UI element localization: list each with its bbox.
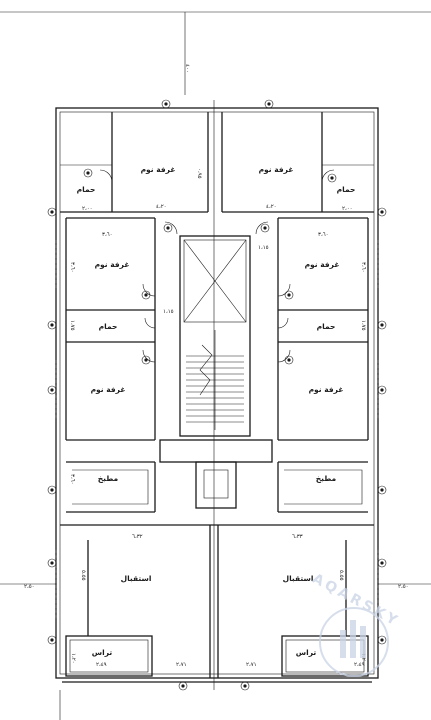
dim-bath-top-left-width: ٢،٠٠ xyxy=(82,206,93,212)
room-label-bedroom-mid-right: غرفة نوم xyxy=(305,260,340,269)
dim-reception-right-width: ٦،٣٣ xyxy=(292,534,303,540)
room-label-bath-mid-right: حمام xyxy=(317,322,336,331)
dim-row2-right: ٣،٦٠ xyxy=(318,232,329,238)
dim-stair-left: ١،١٥ xyxy=(163,309,174,315)
room-label-bath-top-left: حمام xyxy=(77,185,96,194)
dim-bedroom-top-left-width: ٤،٢٠ xyxy=(156,204,167,210)
dim-reception-left-width: ٦،٣٢ xyxy=(132,534,143,540)
dim-bath-mid-left-height: ١،٧٥ xyxy=(69,320,75,331)
dim-reception-left-height: ٥،٥٥ xyxy=(80,570,86,581)
room-label-bedroom-mid-left: غرفة نوم xyxy=(95,260,130,269)
room-label-bath-top-right: حمام xyxy=(337,185,356,194)
dim-right-margin: ٢،٥٠ xyxy=(398,584,409,590)
room-label-reception-left: استقبال xyxy=(121,574,152,583)
dim-bath-top-right-width: ٢،٠٠ xyxy=(342,206,353,212)
dim-terrace-left-width: ٢،٤٩ xyxy=(96,662,107,668)
dimension-labels: ٤٠٠ ٢،٥٠ ٢،٥٠ ٢،٠٠ ٢،٠٠ ٤،٢٠ ٤،٢٠ ٠،٩٥ ٣… xyxy=(24,64,409,668)
dim-corridor-width: ٠،٩٥ xyxy=(196,168,202,179)
room-label-terrace-right: تراس xyxy=(296,648,317,657)
dim-row2-left: ٣،٦٠ xyxy=(102,232,113,238)
dim-terrace-right-width: ٢،٤٩ xyxy=(354,662,365,668)
dim-reception-right-height: ٥،٥٥ xyxy=(338,570,344,581)
dim-bottom-left: ٢،٧١ xyxy=(176,662,187,668)
windows xyxy=(55,240,379,620)
room-label-kitchen-right: مطبخ xyxy=(316,474,337,483)
interior-walls xyxy=(60,112,374,678)
room-label-bedroom-low-left: غرفة نوم xyxy=(91,385,126,394)
dim-left-margin: ٢،٥٠ xyxy=(24,584,35,590)
room-label-bedroom-low-right: غرفة نوم xyxy=(309,385,344,394)
dim-bedroom-mid-left-height: ٣،٦٠ xyxy=(69,262,75,273)
doors xyxy=(99,169,335,363)
column-markers xyxy=(47,99,387,691)
dim-terrace-left-height: ١،٢٠ xyxy=(70,653,76,664)
room-label-bedroom-top-right: غرفة نوم xyxy=(259,165,294,174)
reference-lines xyxy=(0,11,431,720)
room-label-kitchen-left: مطبخ xyxy=(98,474,119,483)
dim-bottom-right: ٢،٧١ xyxy=(246,662,257,668)
stair-core xyxy=(159,235,273,509)
room-labels: غرفة نوم غرفة نوم حمام حمام غرفة نوم غرف… xyxy=(77,165,356,657)
outer-walls xyxy=(55,107,379,683)
dim-bedroom-top-right-width: ٤،٢٠ xyxy=(266,204,277,210)
watermark: AQARSKY xyxy=(310,571,402,677)
dim-terrace-right-height: ١،٢٠ xyxy=(360,653,366,664)
dim-stair-right: ١،١٥ xyxy=(258,245,269,251)
room-label-bedroom-top-left: غرفة نوم xyxy=(141,165,176,174)
room-label-bath-mid-left: حمام xyxy=(99,322,118,331)
dim-top-reference: ٤٠٠ xyxy=(184,64,190,73)
dim-kitchen-left-height: ٣،٦٠ xyxy=(69,474,75,485)
stair-treads xyxy=(186,330,244,430)
dim-bath-mid-right-height: ١،٧٥ xyxy=(360,320,366,331)
dim-bedroom-mid-right-height: ٣،٦٠ xyxy=(360,262,366,273)
room-label-reception-right: استقبال xyxy=(283,574,314,583)
room-label-terrace-left: تراس xyxy=(92,648,113,657)
